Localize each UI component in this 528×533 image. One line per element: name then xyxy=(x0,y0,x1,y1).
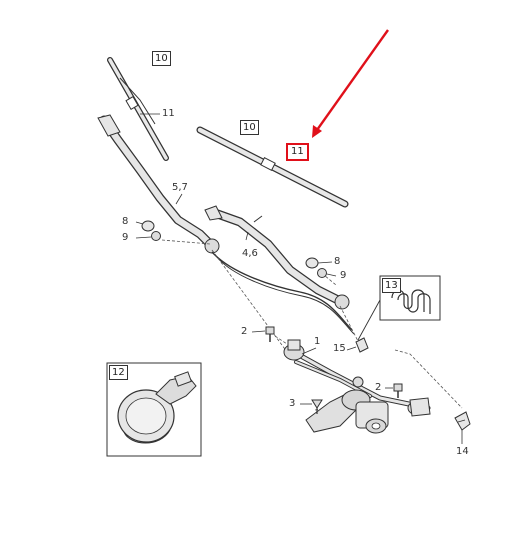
callout-10-left-blade: 10 xyxy=(152,51,171,66)
left-wiper-arm xyxy=(97,114,220,254)
callout-leaders xyxy=(135,113,463,444)
wiper-motor xyxy=(305,376,389,434)
right-wiper-arm xyxy=(204,205,350,310)
callout-12: 12 xyxy=(109,365,128,380)
callout-4-6: 4,6 xyxy=(242,248,258,259)
callout-2-right: 2 xyxy=(375,382,382,393)
washer-hose xyxy=(211,251,355,335)
callout-13: 13 xyxy=(382,278,401,293)
callout-11-arm: 11 xyxy=(162,108,175,119)
nut-9-right xyxy=(317,268,327,278)
callout-2-left: 2 xyxy=(241,326,248,337)
bracket-14 xyxy=(454,411,471,431)
screw-3 xyxy=(311,399,323,414)
bolt-2-left xyxy=(265,326,275,342)
callout-9-right: 9 xyxy=(340,270,347,281)
callout-9-left: 9 xyxy=(122,232,129,243)
clip-15 xyxy=(355,337,369,353)
callout-5-7: 5,7 xyxy=(172,182,188,193)
callout-15: 15 xyxy=(333,343,346,354)
callout-8-right: 8 xyxy=(334,256,341,267)
highlight-arrow xyxy=(312,29,389,138)
bolt-2-right xyxy=(393,383,403,398)
callout-3: 3 xyxy=(289,398,296,409)
right-wiper-blade xyxy=(196,126,349,208)
callout-11-highlighted: 11 xyxy=(286,143,309,161)
callout-8-left: 8 xyxy=(122,216,129,227)
callout-10-right-blade: 10 xyxy=(240,120,259,135)
callout-14: 14 xyxy=(456,446,469,457)
left-wiper-blade xyxy=(107,57,169,161)
callout-1: 1 xyxy=(314,336,321,347)
nut-9-left xyxy=(151,231,161,241)
cap-8-left xyxy=(141,220,155,232)
cap-8-right xyxy=(305,257,319,269)
detail-box-rain-sensor xyxy=(106,362,202,457)
